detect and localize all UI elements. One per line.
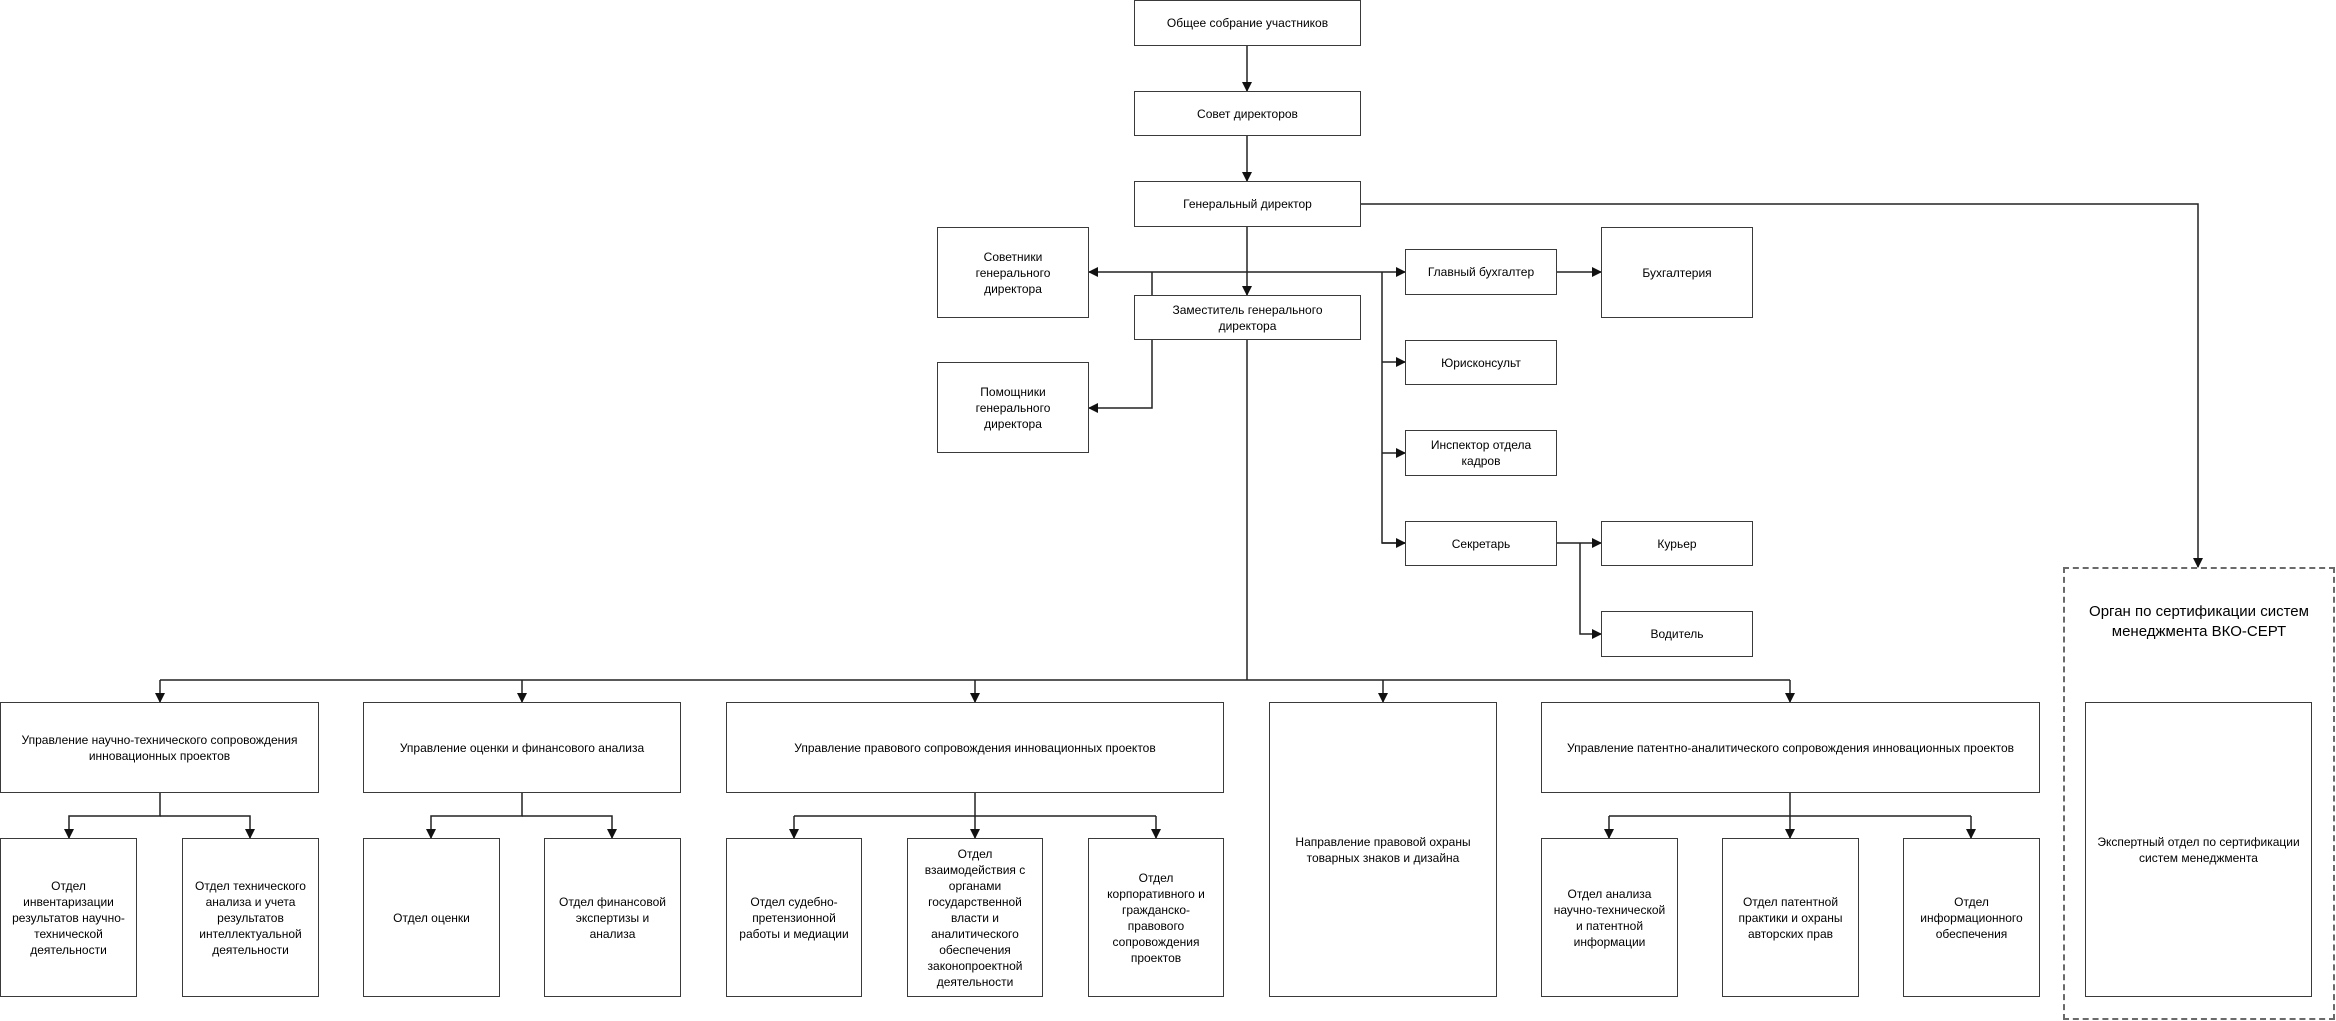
node-dept-scitech-info-analysis: Отдел анализа научно-технической и патен… bbox=[1541, 838, 1678, 997]
certification-body-group bbox=[2063, 567, 2335, 1020]
node-direction-trademarks: Направление правовой охраны товарных зна… bbox=[1269, 702, 1497, 997]
node-general-director: Генеральный директор bbox=[1134, 181, 1361, 227]
node-courier: Курьер bbox=[1601, 521, 1753, 566]
node-dept-inventory: Отдел инвентаризации результатов научно-… bbox=[0, 838, 137, 997]
node-driver: Водитель bbox=[1601, 611, 1753, 657]
certification-body-title: Орган по сертификации систем менеджмента… bbox=[2089, 603, 2309, 640]
node-dept-valuation: Отдел оценки bbox=[363, 838, 500, 997]
node-secretary: Секретарь bbox=[1405, 521, 1557, 566]
node-dept-info-support: Отдел информационного обеспечения bbox=[1903, 838, 2040, 997]
node-dept-corporate-support: Отдел корпоративного и гражданско-правов… bbox=[1088, 838, 1224, 997]
node-board-of-directors: Совет директоров bbox=[1134, 91, 1361, 136]
node-chief-accountant: Главный бухгалтер bbox=[1405, 249, 1557, 295]
node-dept-financial-expertise: Отдел финансовой экспертизы и анализа bbox=[544, 838, 681, 997]
node-mgmt-valuation: Управление оценки и финансового анализа bbox=[363, 702, 681, 793]
node-assistants: Помощники генерального директора bbox=[937, 362, 1089, 453]
node-cert-expert-dept: Экспертный отдел по сертификации систем … bbox=[2085, 702, 2312, 997]
node-mgmt-patent-analytics: Управление патентно-аналитического сопро… bbox=[1541, 702, 2040, 793]
node-hr-inspector: Инспектор отдела кадров bbox=[1405, 430, 1557, 476]
node-legal-counsel: Юрисконсульт bbox=[1405, 340, 1557, 385]
node-dept-patent-practice: Отдел патентной практики и охраны авторс… bbox=[1722, 838, 1859, 997]
node-accounting: Бухгалтерия bbox=[1601, 227, 1753, 318]
node-dept-tech-analysis: Отдел технического анализа и учета резул… bbox=[182, 838, 319, 997]
node-advisors: Советники генерального директора bbox=[937, 227, 1089, 318]
node-general-assembly: Общее собрание участников bbox=[1134, 0, 1361, 46]
node-dept-litigation: Отдел судебно-претензионной работы и мед… bbox=[726, 838, 862, 997]
node-dept-government-interaction: Отдел взаимодействия с органами государс… bbox=[907, 838, 1043, 997]
node-deputy-director: Заместитель генерального директора bbox=[1134, 295, 1361, 340]
node-mgmt-legal-support: Управление правового сопровождения иннов… bbox=[726, 702, 1224, 793]
node-mgmt-scitech-support: Управление научно-технического сопровожд… bbox=[0, 702, 319, 793]
